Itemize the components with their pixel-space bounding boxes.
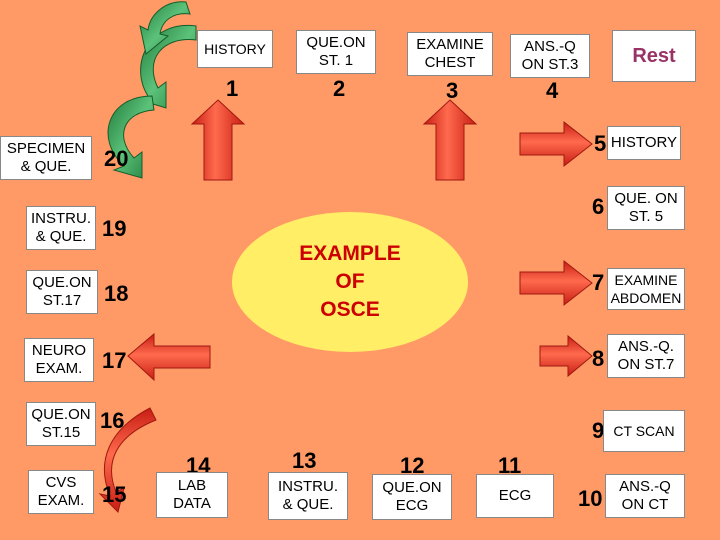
station-label-17: NEURO EXAM.	[24, 338, 94, 382]
station-label-20: SPECIMEN & QUE.	[0, 136, 92, 180]
station-number-18: 18	[104, 281, 129, 306]
station-number-14: 14	[186, 453, 211, 478]
station-label-15: CVS EXAM.	[28, 470, 94, 514]
station-number-10: 10	[578, 486, 603, 511]
station-label-4: ANS.-Q ON ST.3	[510, 34, 590, 78]
right-arrow-icon	[519, 259, 593, 307]
station-label-12: QUE.ON ECG	[372, 474, 452, 520]
station-number-8: 8	[592, 346, 605, 371]
station-number-4: 4	[546, 78, 559, 103]
green-curved-arrow-icon	[107, 95, 155, 179]
right-arrow-icon	[519, 120, 593, 168]
station-number-20: 20	[104, 146, 129, 171]
station-number-19: 19	[102, 216, 127, 241]
station-label-10: ANS.-Q ON CT	[605, 474, 685, 518]
up-arrow-icon	[422, 99, 478, 181]
station-number-17: 17	[102, 348, 127, 373]
station-number-15: 15	[102, 482, 127, 507]
rest-label: Rest	[612, 30, 696, 82]
center-title: EXAMPLE OF OSCE	[299, 242, 401, 321]
station-number-12: 12	[400, 453, 425, 478]
station-number-13: 13	[292, 448, 317, 473]
station-label-8: ANS.-Q. ON ST.7	[607, 334, 685, 378]
station-label-19: INSTRU. & QUE.	[26, 206, 96, 250]
green-curved-arrow-icon	[139, 1, 191, 55]
station-number-2: 2	[333, 76, 346, 101]
station-label-5: HISTORY	[607, 126, 681, 160]
station-label-7: EXAMINE ABDOMEN	[607, 268, 685, 310]
station-label-13: INSTRU. & QUE.	[268, 472, 348, 520]
station-label-3: EXAMINE CHEST	[407, 32, 493, 76]
up-arrow-icon	[190, 99, 246, 181]
station-label-2: QUE.ON ST. 1	[296, 30, 376, 74]
station-number-5: 5	[594, 131, 607, 156]
station-number-3: 3	[446, 78, 459, 103]
station-label-18: QUE.ON ST.17	[26, 270, 98, 314]
right-arrow-icon	[539, 334, 593, 378]
station-label-14: LAB DATA	[156, 472, 228, 518]
station-label-16: QUE.ON ST.15	[26, 402, 96, 446]
station-number-7: 7	[592, 270, 605, 295]
center-ellipse: EXAMPLE OF OSCE	[232, 212, 468, 352]
station-number-11: 11	[498, 453, 522, 478]
station-number-16: 16	[100, 408, 125, 433]
station-label-6: QUE. ON ST. 5	[607, 186, 685, 230]
station-number-9: 9	[592, 418, 605, 443]
left-arrow-icon	[127, 332, 211, 382]
curved-arrow-icon	[98, 407, 157, 513]
station-label-11: ECG	[476, 474, 554, 518]
station-number-6: 6	[592, 194, 605, 219]
station-label-1: HISTORY	[197, 30, 273, 68]
station-number-1: 1	[226, 76, 239, 101]
station-label-9: CT SCAN	[603, 410, 685, 452]
